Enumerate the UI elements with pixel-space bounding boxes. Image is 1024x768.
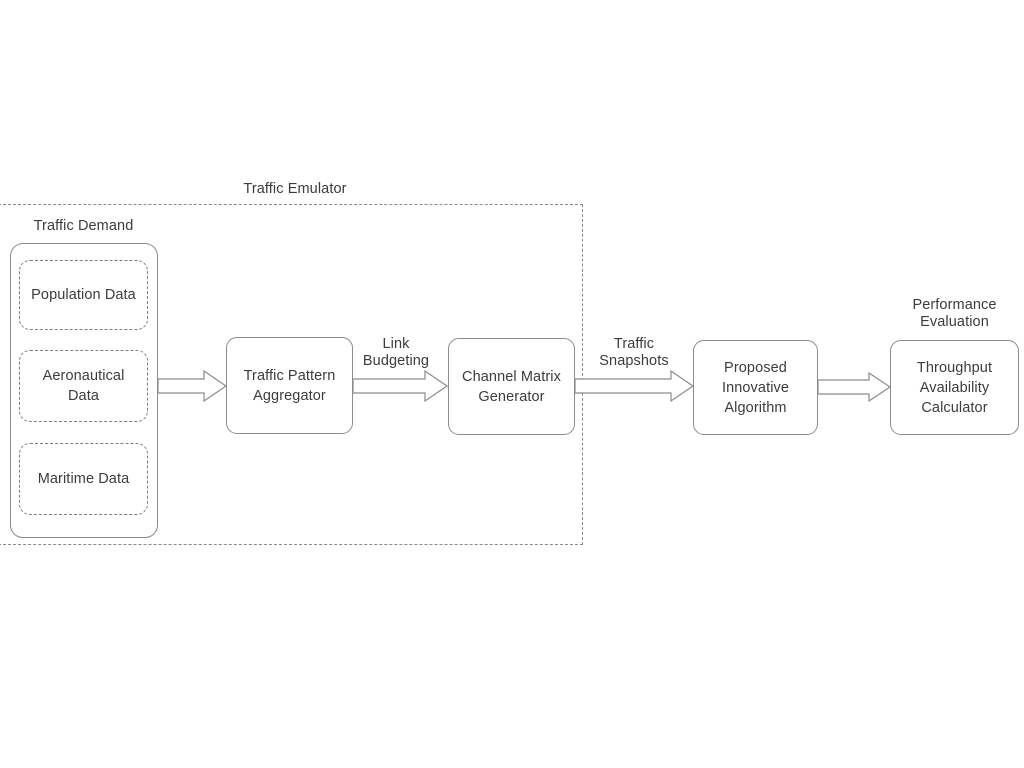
data-block-maritime-data[interactable]: Maritime Data: [19, 443, 148, 515]
data-block-aeronautical-data[interactable]: Aeronautical Data: [19, 350, 148, 422]
process-block-channel-matrix-generator[interactable]: Channel Matrix Generator: [448, 338, 575, 435]
traffic-demand-label: Traffic Demand: [33, 218, 134, 234]
process-block-traffic-pattern-aggregator[interactable]: Traffic Pattern Aggregator: [226, 337, 353, 434]
edge-label-link-budgeting: Link Budgeting: [362, 336, 430, 369]
arrow-algorithm-to-calculator: [817, 371, 892, 403]
performance-evaluation-label: Performance Evaluation: [912, 297, 997, 330]
arrow-channel-matrix-to-algorithm: [574, 369, 695, 403]
edge-label-traffic-snapshots: Traffic Snapshots: [599, 336, 669, 369]
process-block-throughput-availability-calculator[interactable]: Throughput Availability Calculator: [890, 340, 1019, 435]
traffic-emulator-label: Traffic Emulator: [243, 181, 347, 197]
process-block-proposed-innovative-algorithm[interactable]: Proposed Innovative Algorithm: [693, 340, 818, 435]
data-block-population-data[interactable]: Population Data: [19, 260, 148, 330]
